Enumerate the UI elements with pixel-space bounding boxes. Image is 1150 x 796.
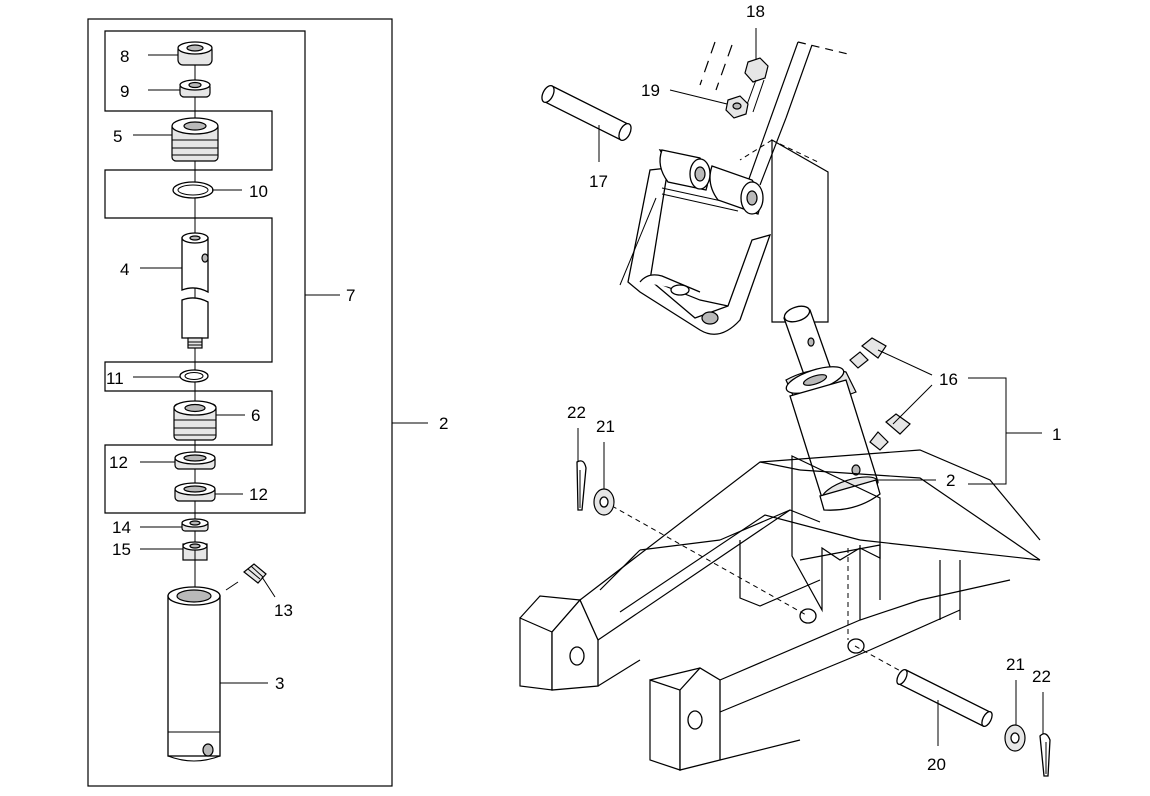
fitting-part-16-upper: [849, 337, 887, 369]
wiper-seal-part-8: [177, 41, 213, 66]
nut-part-19: [725, 95, 749, 119]
tilt-cylinder-assembly-part-1: [783, 305, 881, 511]
hinge-pin-part-17: [541, 85, 632, 141]
cotter-pin-part-22-right: [1039, 733, 1051, 777]
cylinder-tube-part-3: [167, 586, 221, 762]
pivot-pin-part-20: [896, 668, 993, 728]
o-ring-part-11: [179, 369, 209, 383]
bolt-part-18: [744, 57, 769, 113]
callout-10: 10: [249, 182, 268, 201]
gland-part-5: [171, 117, 219, 162]
truck-frame: [519, 449, 1041, 771]
callout-7: 7: [346, 286, 355, 305]
callout-16: 16: [939, 370, 958, 389]
piston-seal-part-12-upper: [174, 451, 216, 470]
callout-13: 13: [274, 601, 293, 620]
piston-seal-part-12-lower: [174, 482, 216, 502]
piston-rod-part-4: [181, 232, 209, 349]
callout-15: 15: [112, 540, 131, 559]
callout-1: 1: [1052, 425, 1061, 444]
seal-ring-part-9: [179, 79, 211, 98]
hinge-barrels: [659, 149, 764, 215]
callout-21-left: 21: [596, 417, 615, 436]
connection-box: [771, 138, 829, 323]
callout-3: 3: [275, 674, 284, 693]
washer-part-21-left: [593, 488, 615, 516]
fitting-part-16-lower: [869, 413, 911, 451]
callout-20: 20: [927, 755, 946, 774]
cylinder-group-frame: [87, 18, 393, 787]
callout-22-left: 22: [567, 403, 586, 422]
callout-5: 5: [113, 127, 122, 146]
piston-part-6: [173, 400, 217, 441]
callout-11: 11: [106, 369, 124, 388]
o-ring-part-10: [172, 181, 214, 199]
callout-22-right: 22: [1032, 667, 1051, 686]
washer-part-21-right: [1004, 724, 1026, 752]
frame-connection-box: [791, 455, 881, 613]
washer-part-14: [181, 518, 209, 532]
mast-uprights: [699, 41, 853, 191]
seal-kit-bracket: [104, 30, 306, 514]
callout-2-right: 2: [946, 471, 955, 490]
callout-2-left: 2: [439, 414, 448, 433]
cotter-pin-part-22-left: [576, 460, 587, 511]
nut-part-15: [182, 541, 208, 561]
callout-9: 9: [120, 82, 129, 101]
callout-17: 17: [589, 172, 608, 191]
callout-19: 19: [641, 81, 660, 100]
callout-18: 18: [746, 2, 765, 21]
callout-14: 14: [112, 518, 131, 537]
callout-4: 4: [120, 260, 129, 279]
callout-21-right: 21: [1006, 655, 1025, 674]
grease-fitting-part-13: [225, 563, 267, 591]
callout-12-upper: 12: [109, 453, 128, 472]
callout-6: 6: [251, 406, 260, 425]
callout-8: 8: [120, 47, 129, 66]
callout-12-lower: 12: [249, 485, 268, 504]
